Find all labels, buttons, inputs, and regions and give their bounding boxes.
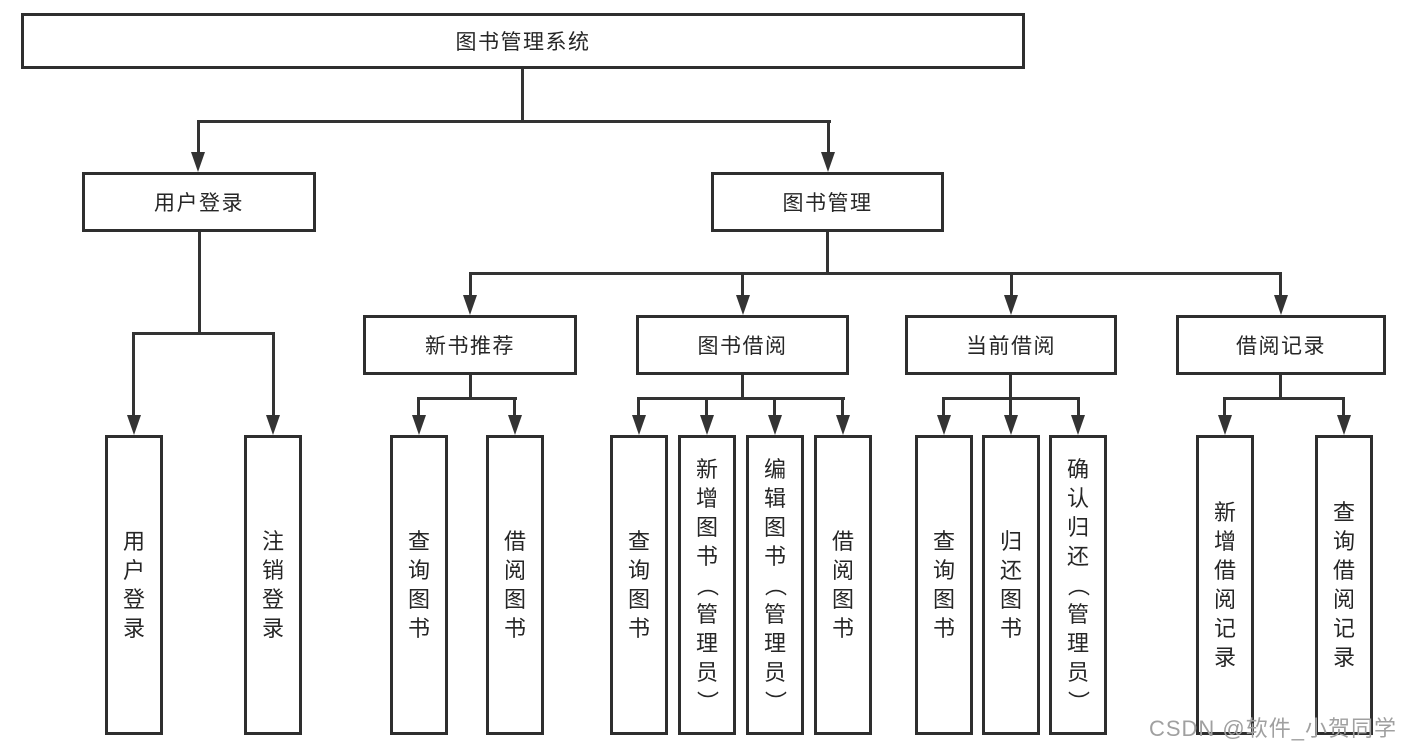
arrow-down-icon [937,415,951,435]
arrow-down-icon [266,415,280,435]
leaf-confirm-return-admin: 确认归还（管理员） [1049,435,1107,735]
leaf-query-books: 查询图书 [915,435,973,735]
connector-line [417,397,420,419]
connector-line [1077,397,1080,419]
connector-line [741,272,744,299]
connector-line [521,69,524,122]
connector-line [272,332,275,419]
connector-line [841,397,844,419]
arrow-down-icon [1218,415,1232,435]
arrow-down-icon [1004,415,1018,435]
leaf-add-books-admin: 新增图书（管理员） [678,435,736,735]
connector-line [417,397,517,400]
leaf-logout: 注销登录 [244,435,302,735]
connector-line [197,120,831,123]
leaf-borrow-books: 借阅图书 [486,435,544,735]
arrow-down-icon [768,415,782,435]
connector-line [1342,397,1345,419]
connector-line [1223,397,1345,400]
arrow-down-icon [821,152,835,172]
leaf-query-books: 查询图书 [610,435,668,735]
arrow-down-icon [191,152,205,172]
connector-line [1279,272,1282,299]
connector-line [469,272,472,299]
node-user-login: 用户登录 [82,172,316,232]
arrow-down-icon [463,295,477,315]
connector-line [826,232,829,275]
connector-line [132,332,135,419]
leaf-add-borrow-record: 新增借阅记录 [1196,435,1254,735]
leaf-query-books: 查询图书 [390,435,448,735]
arrow-down-icon [1274,295,1288,315]
connector-line [513,397,516,419]
arrow-down-icon [736,295,750,315]
leaf-return-books: 归还图书 [982,435,1040,735]
leaf-query-borrow-record: 查询借阅记录 [1315,435,1373,735]
leaf-user-login: 用户登录 [105,435,163,735]
arrow-down-icon [127,415,141,435]
node-borrowing-records: 借阅记录 [1176,315,1386,375]
arrow-down-icon [836,415,850,435]
connector-line [1223,397,1226,419]
arrow-down-icon [632,415,646,435]
connector-line [132,332,275,335]
node-book-management: 图书管理 [711,172,944,232]
connector-line [1010,272,1013,299]
csdn-watermark: CSDN @软件_小贺同学 [1148,716,1397,741]
leaf-borrow-books: 借阅图书 [814,435,872,735]
arrow-down-icon [508,415,522,435]
connector-line [1279,375,1282,400]
arrow-down-icon [1071,415,1085,435]
arrow-down-icon [1004,295,1018,315]
arrow-down-icon [412,415,426,435]
node-library-management-system: 图书管理系统 [21,13,1025,69]
connector-line [827,120,830,156]
connector-line [198,232,201,335]
arrow-down-icon [700,415,714,435]
connector-line [942,397,945,419]
node-new-book-recommendation: 新书推荐 [363,315,577,375]
connector-line [1009,375,1012,400]
connector-line [741,375,744,400]
connector-line [773,397,776,419]
connector-line [1009,397,1012,419]
connector-line [197,120,200,156]
connector-line [469,272,1282,275]
connector-line [705,397,708,419]
arrow-down-icon [1337,415,1351,435]
node-current-borrowing: 当前借阅 [905,315,1117,375]
connector-line [469,375,472,400]
connector-line [637,397,845,400]
leaf-edit-books-admin: 编辑图书（管理员） [746,435,804,735]
node-book-borrowing: 图书借阅 [636,315,849,375]
connector-line [637,397,640,419]
